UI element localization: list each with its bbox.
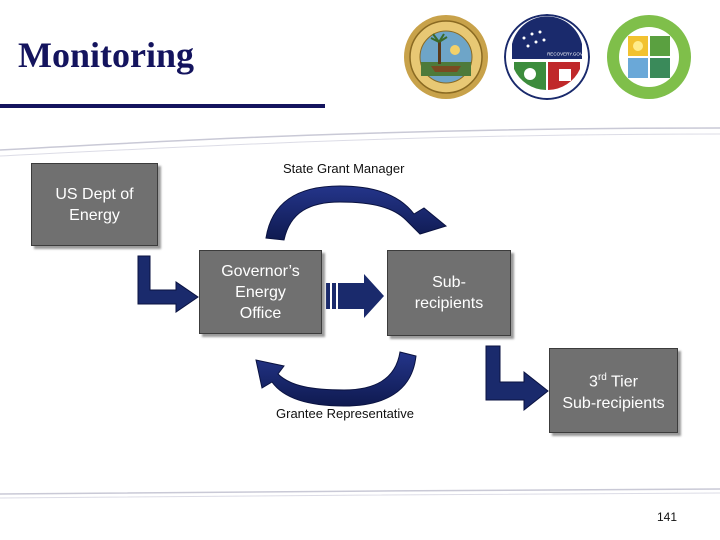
slide-title: Monitoring — [18, 35, 194, 75]
geo-label: Governor’s Energy Office — [221, 262, 300, 322]
recovery-gov-logo-icon: RECOVERY.GOV — [504, 14, 590, 100]
svg-text:RECOVERY.GOV: RECOVERY.GOV — [547, 52, 583, 57]
title-underline — [0, 104, 325, 108]
geo-to-sub-arrow — [326, 274, 384, 318]
doe-to-geo-arrow — [137, 255, 199, 313]
governors-energy-office-box: Governor’s Energy Office — [199, 250, 322, 334]
page-number: 141 — [657, 510, 678, 524]
sub-to-third-tier-arrow — [485, 345, 549, 412]
florida-seal-icon — [404, 15, 488, 99]
bottom-curved-arrow — [255, 351, 417, 407]
grantee-representative-label: Grantee Representative — [276, 406, 415, 421]
us-doe-label: US Dept of Energy — [55, 185, 134, 224]
third-tier-box: 3rd Tier Sub-recipients — [549, 348, 678, 433]
energy-climate-commission-logo-icon — [607, 15, 691, 99]
top-curved-arrow — [265, 185, 448, 241]
subrecipients-label: Sub- recipients — [414, 274, 484, 312]
us-doe-box: US Dept of Energy — [31, 163, 158, 246]
third-tier-label: 3rd Tier Sub-recipients — [562, 372, 665, 412]
state-grant-manager-label: State Grant Manager — [283, 161, 405, 176]
subrecipients-box: Sub- recipients — [387, 250, 511, 336]
